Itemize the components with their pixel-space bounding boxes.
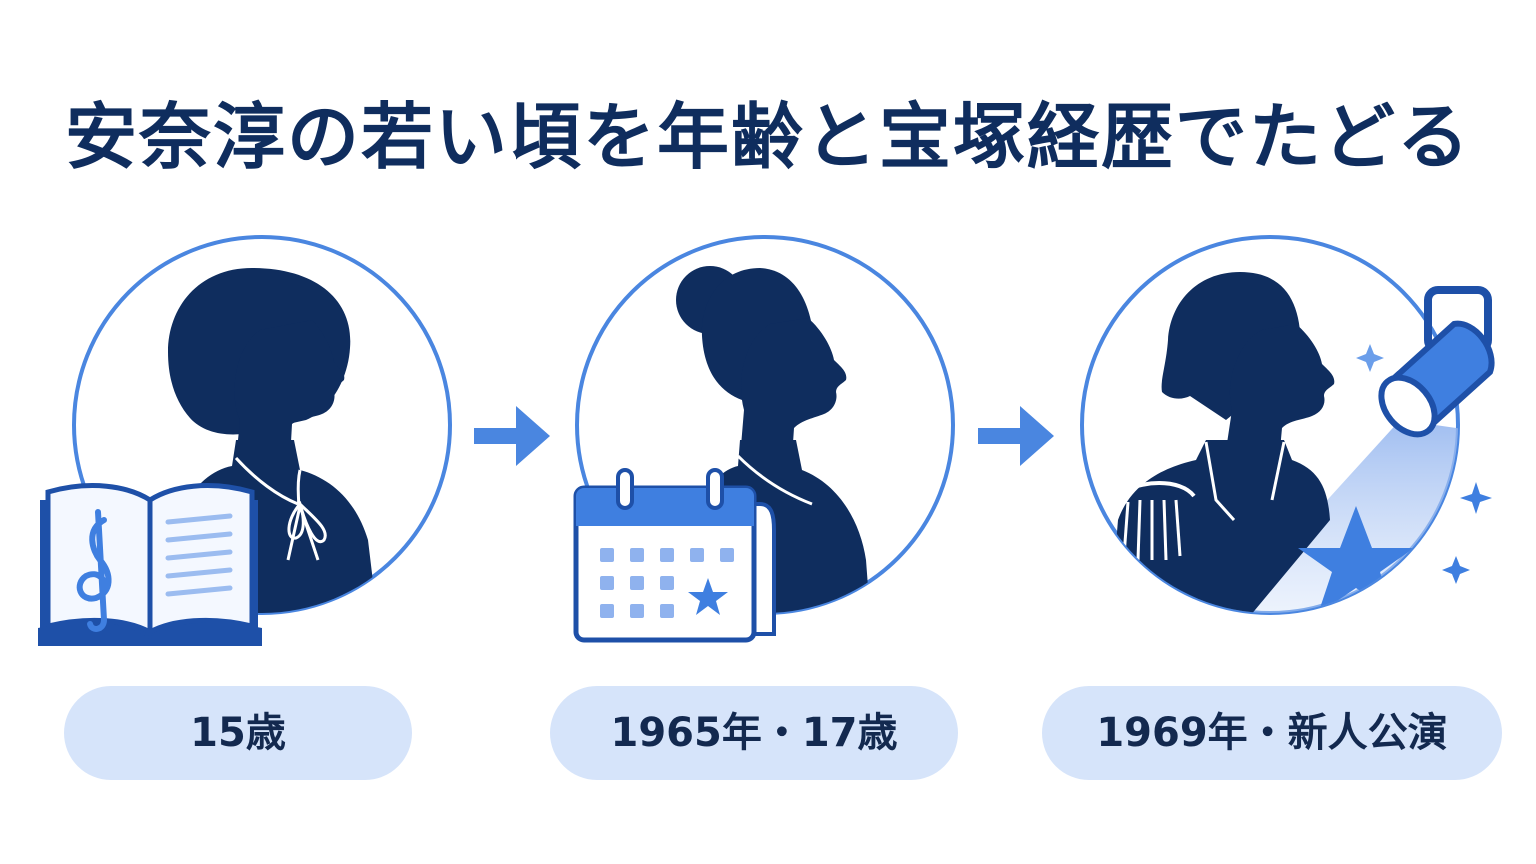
step-label-1: 15歳 bbox=[64, 686, 412, 780]
spotlight-lamp-icon bbox=[1378, 286, 1495, 438]
arrow-right-icon-1 bbox=[474, 406, 550, 466]
step-label-2: 1965年・17歳 bbox=[550, 686, 958, 780]
music-score-book-icon bbox=[38, 483, 262, 646]
calendar-star-icon bbox=[573, 468, 776, 643]
arrow-right-icon-2 bbox=[978, 406, 1054, 466]
step-label-3: 1969年・新人公演 bbox=[1042, 686, 1502, 780]
sparkle-icons bbox=[1356, 344, 1492, 584]
page-title: 安奈淳の若い頃を年齢と宝塚経歴でたどる bbox=[64, 95, 1471, 179]
